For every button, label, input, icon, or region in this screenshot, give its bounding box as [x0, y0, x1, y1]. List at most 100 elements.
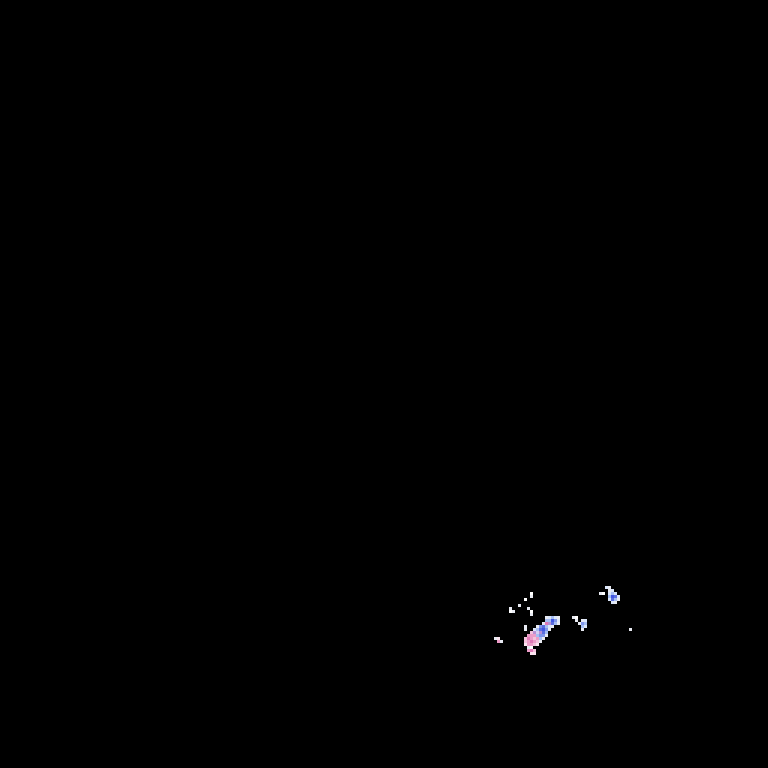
radar-echo-pixel — [527, 634, 530, 637]
radar-echo-pixel — [608, 586, 611, 589]
radar-echo-pixel — [518, 604, 521, 607]
radar-echo-pixel — [575, 619, 578, 622]
radar-echo-pixel — [524, 628, 527, 631]
radar-echo-pixel — [542, 628, 545, 631]
radar-echo-pixel — [533, 640, 536, 643]
radar-echo-pixel — [524, 643, 527, 646]
radar-echo-pixel — [509, 610, 512, 613]
radar-echo-pixel — [530, 652, 533, 655]
radar-echo-pixel — [554, 619, 557, 622]
radar-echo-pixel — [536, 634, 539, 637]
radar-echo-pixel — [509, 607, 512, 610]
radar-echo-pixel — [542, 631, 545, 634]
radar-echo-pixel — [530, 637, 533, 640]
radar-echo-pixel — [539, 625, 542, 628]
radar-echo-pixel — [494, 637, 497, 640]
radar-echo-pixel — [608, 595, 611, 598]
radar-echo-pixel — [617, 595, 620, 598]
radar-echo-pixel — [527, 640, 530, 643]
radar-echo-pixel — [581, 625, 584, 628]
radar-echo-pixel — [539, 631, 542, 634]
radar-echo-pixel — [581, 622, 584, 625]
radar-echo-pixel — [545, 619, 548, 622]
radar-echo-pixel — [524, 625, 527, 628]
radar-echo-pixel — [614, 598, 617, 601]
radar-echo-pixel — [611, 589, 614, 592]
radar-echo-pixel — [554, 622, 557, 625]
radar-echo-pixel — [527, 649, 530, 652]
radar-echo-pixel — [551, 622, 554, 625]
radar-echo-pixel — [536, 637, 539, 640]
radar-echo-pixel — [545, 622, 548, 625]
radar-echo-pixel — [611, 592, 614, 595]
radar-echo-pixel — [584, 622, 587, 625]
radar-echo-pixel — [551, 616, 554, 619]
radar-echo-pixel — [527, 607, 530, 610]
radar-echo-pixel — [557, 616, 560, 619]
radar-echo-pixel — [533, 634, 536, 637]
radar-echo-pixel — [533, 628, 536, 631]
radar-echo-pixel — [548, 628, 551, 631]
radar-echo-pixel — [548, 622, 551, 625]
radar-echo-pixel — [512, 610, 515, 613]
radar-echo-pixel — [536, 625, 539, 628]
radar-echo-pixel — [608, 592, 611, 595]
radar-echo-pixel — [539, 637, 542, 640]
radar-echo-pixel — [530, 646, 533, 649]
radar-echo-pixel — [545, 616, 548, 619]
radar-echo-pixel — [548, 619, 551, 622]
radar-echo-pixel — [527, 643, 530, 646]
radar-echo-pixel — [584, 625, 587, 628]
radar-echo-pixel — [608, 598, 611, 601]
radar-echo-pixel — [530, 595, 533, 598]
radar-echo-pixel — [500, 640, 503, 643]
radar-echo-pixel — [530, 613, 533, 616]
radar-echo-pixel — [608, 589, 611, 592]
radar-echo-pixel — [533, 637, 536, 640]
radar-echo-pixel — [614, 601, 617, 604]
radar-echo-pixel — [539, 640, 542, 643]
radar-echo-pixel — [530, 643, 533, 646]
radar-echo-pixel — [614, 592, 617, 595]
radar-echo-pixel — [629, 628, 632, 631]
radar-echo-pixel — [545, 634, 548, 637]
radar-echo-pixel — [524, 598, 527, 601]
radar-echo-pixel — [551, 619, 554, 622]
radar-echo-pixel — [617, 598, 620, 601]
radar-echo-pixel — [581, 619, 584, 622]
radar-echo-pixel — [602, 592, 605, 595]
radar-echo-pixel — [527, 646, 530, 649]
radar-echo-pixel — [578, 622, 581, 625]
radar-echo-pixel — [545, 631, 548, 634]
radar-echo-pixel — [584, 619, 587, 622]
radar-echo-pixel — [554, 616, 557, 619]
radar-echo-pixel — [536, 643, 539, 646]
radar-echo-pixel — [524, 640, 527, 643]
radar-echo-pixel — [611, 595, 614, 598]
radar-echo-pixel — [611, 601, 614, 604]
radar-echo-pixel — [524, 637, 527, 640]
radar-echo-pixel — [542, 625, 545, 628]
radar-echo-pixel — [533, 652, 536, 655]
radar-echo-pixel — [530, 592, 533, 595]
radar-echo-pixel — [536, 640, 539, 643]
radar-echo-pixel — [497, 640, 500, 643]
radar-echo-pixel — [581, 628, 584, 631]
radar-echo-pixel — [542, 637, 545, 640]
radar-echo-pixel — [530, 640, 533, 643]
radar-echo-pixel — [605, 586, 608, 589]
radar-echo-pixel — [536, 631, 539, 634]
radar-echo-pixel — [533, 649, 536, 652]
radar-echo-pixel — [545, 628, 548, 631]
radar-echo-pixel — [575, 616, 578, 619]
radar-echo-pixel — [542, 634, 545, 637]
radar-echo-pixel — [533, 643, 536, 646]
radar-echo-pixel — [611, 598, 614, 601]
radar-echo-pixel — [557, 619, 560, 622]
radar-echo-pixel — [530, 610, 533, 613]
radar-echo-pixel — [539, 634, 542, 637]
radar-echo-pixel — [572, 616, 575, 619]
radar-echo-pixel — [497, 637, 500, 640]
